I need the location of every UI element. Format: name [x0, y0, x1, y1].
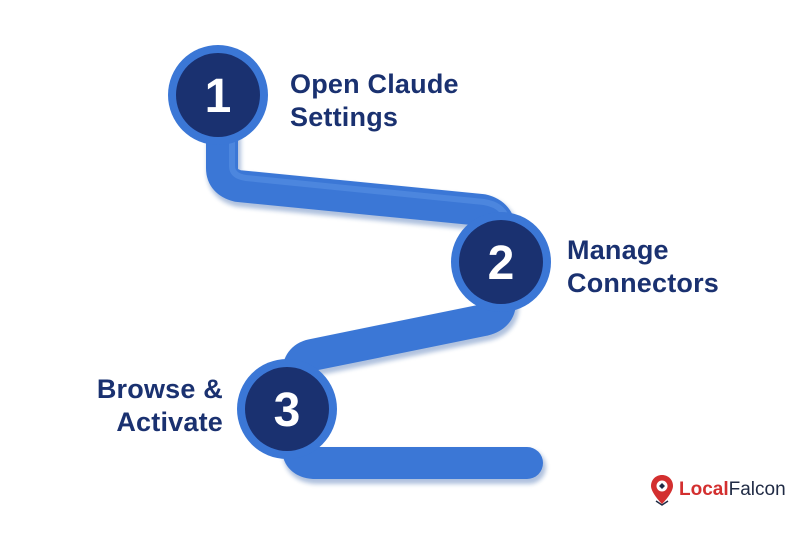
step-1-number: 1 — [205, 70, 232, 123]
step-2-label: Manage Connectors — [567, 234, 719, 300]
step-3-label-line-2: Activate — [116, 407, 223, 437]
brand-word-falcon: Falcon — [728, 479, 786, 500]
step-2-number: 2 — [488, 237, 515, 290]
brand-logo: LocalFalcon — [649, 475, 786, 506]
step-1-marker: 1 — [168, 45, 268, 145]
location-pin-icon — [651, 475, 673, 506]
step-3-number: 3 — [274, 384, 301, 437]
step-1-label-line-2: Settings — [290, 102, 399, 132]
step-1-label: Open Claude Settings — [290, 68, 459, 134]
step-2-label-line-2: Connectors — [567, 268, 720, 298]
step-3-label: Browse & Activate — [97, 373, 223, 439]
brand-word-local: Local — [679, 479, 729, 500]
step-1-label-line-1: Open Claude — [290, 69, 459, 99]
step-3-label-line-1: Browse & — [96, 374, 223, 404]
step-2-label-line-1: Manage — [567, 235, 669, 265]
step-2-marker: 2 — [451, 212, 551, 312]
brand-name: LocalFalcon — [679, 479, 786, 501]
step-3-marker: 3 — [237, 359, 337, 459]
